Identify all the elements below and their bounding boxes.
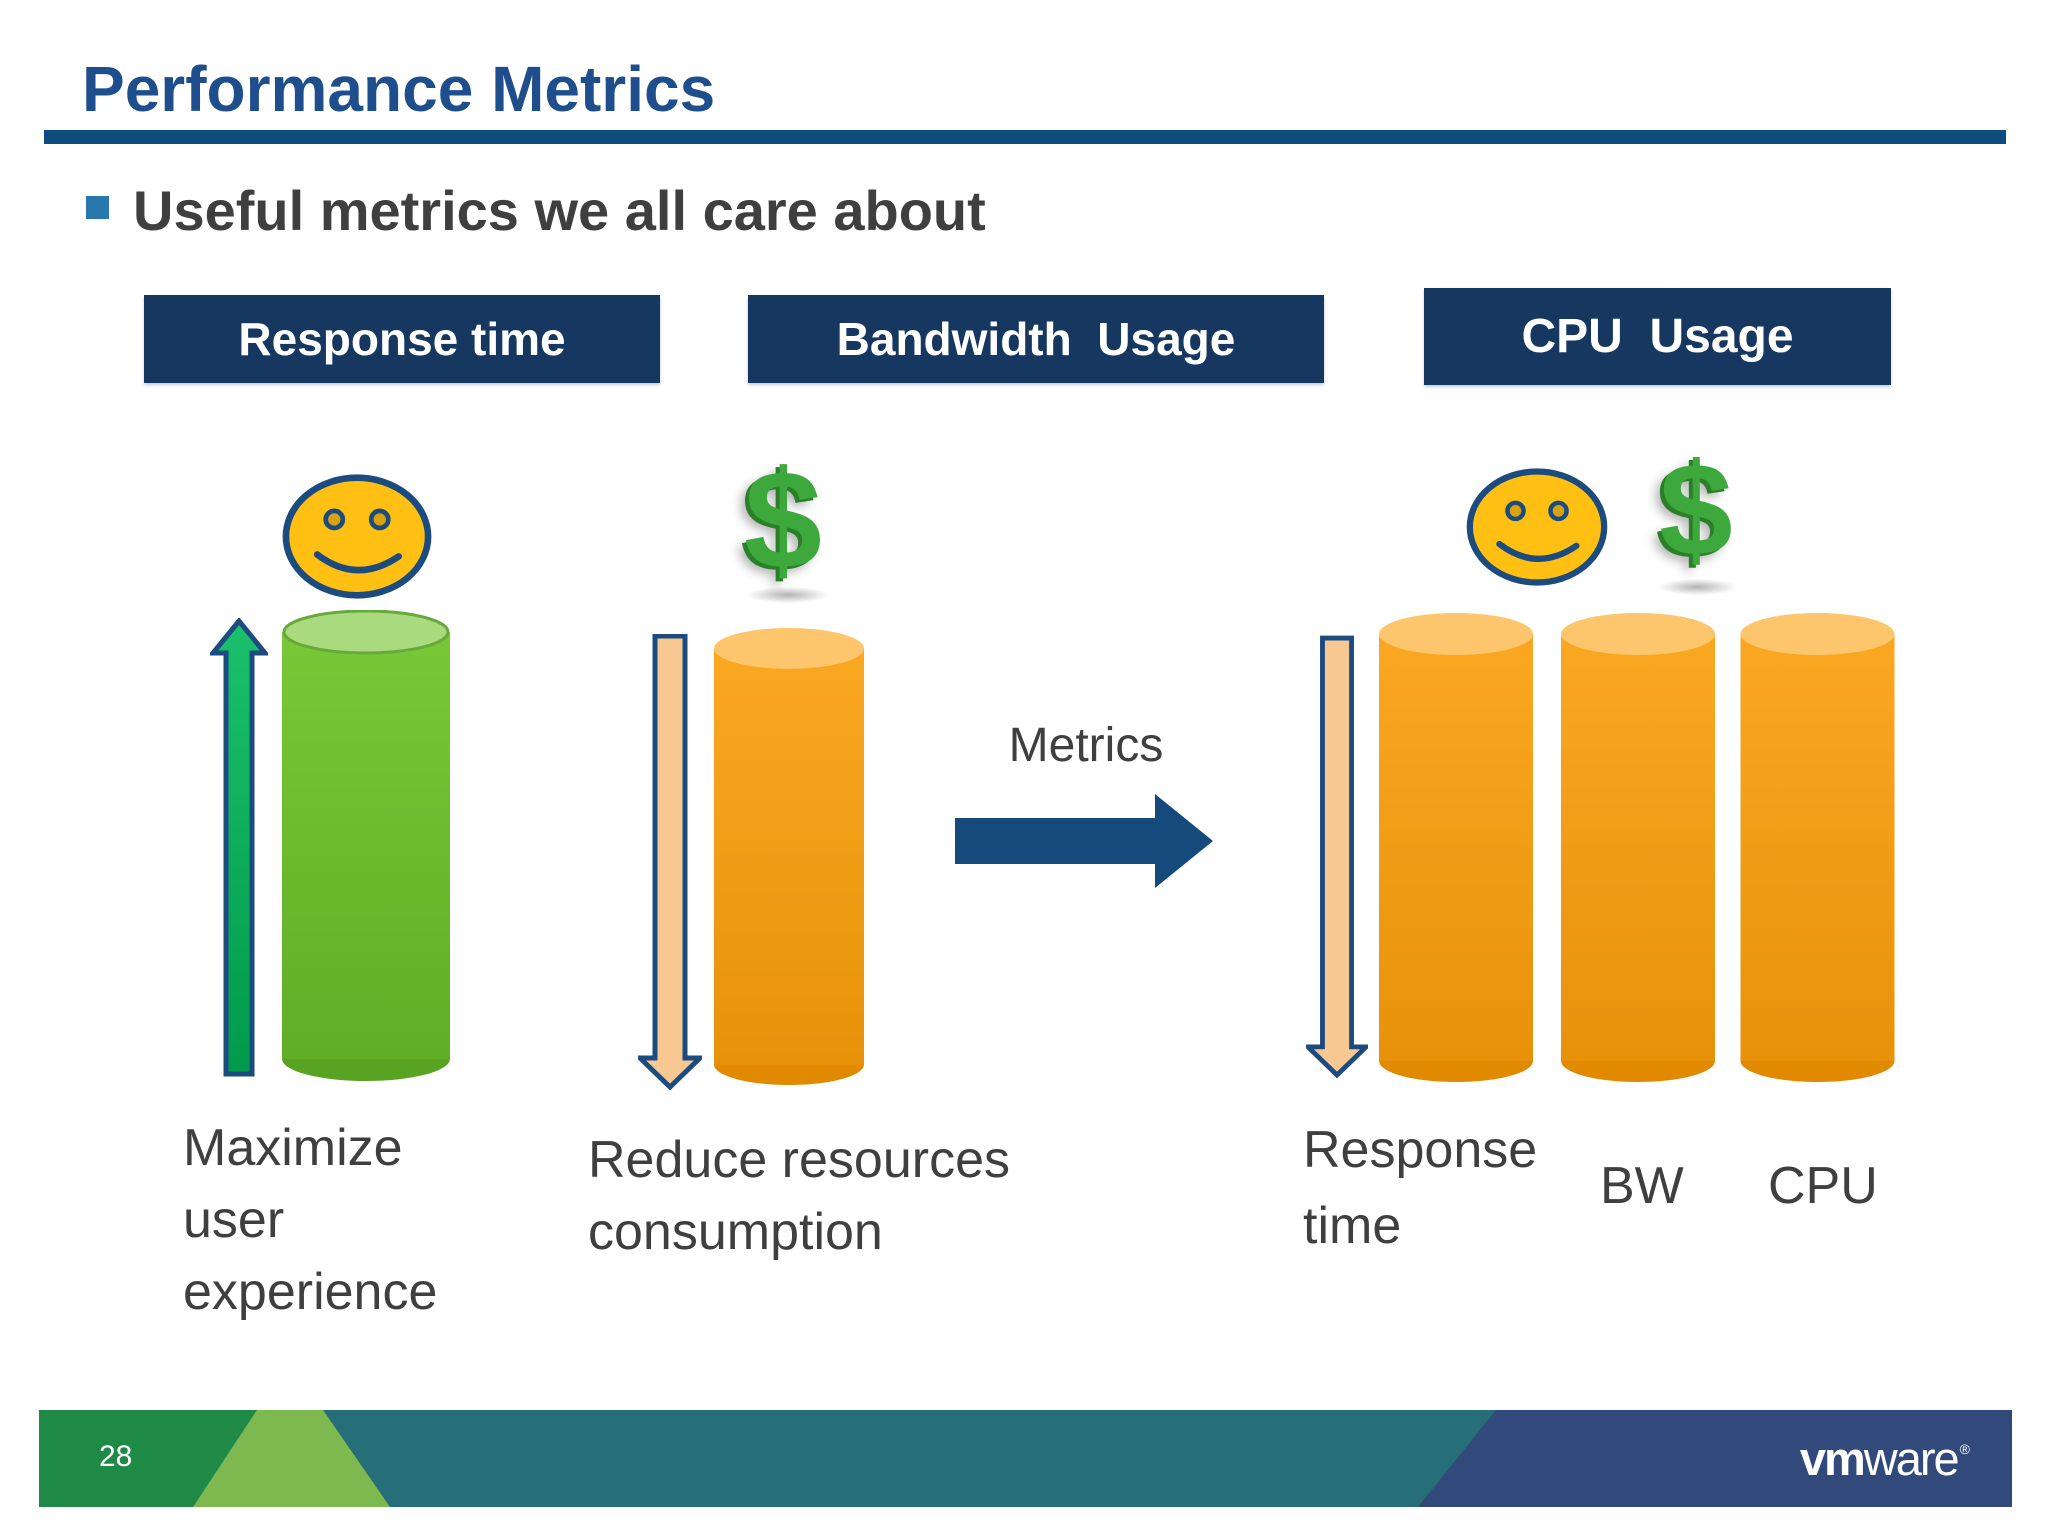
page-title: Performance Metrics <box>82 53 716 125</box>
header-response-time: Response time <box>144 295 660 383</box>
smiley-icon-right <box>1465 467 1609 587</box>
caption-response-time: Response time <box>1303 1121 1538 1255</box>
flow-arrow-icon <box>955 794 1213 888</box>
vmware-logo-ware: ware <box>1863 1432 1960 1485</box>
footer-navy-band <box>1418 1410 2012 1507</box>
orange-cylinder-bandwidth <box>712 628 866 1086</box>
bullet-marker <box>86 196 109 219</box>
orange-cylinder-cpu <box>1740 613 1895 1083</box>
orange-cylinder-bw <box>1561 613 1715 1083</box>
registered-mark: ® <box>1959 1440 1970 1457</box>
caption-bw: BW <box>1600 1157 1684 1215</box>
metrics-label: Metrics <box>1008 719 1164 772</box>
title-rule <box>44 130 2006 144</box>
up-arrow-icon <box>210 618 268 1077</box>
orange-cylinder-response <box>1379 613 1533 1083</box>
caption-cpu: CPU <box>1768 1157 1878 1215</box>
caption-reduce-resources: Reduce resources consumption <box>588 1131 1010 1261</box>
down-arrow-icon-right <box>1306 622 1368 1092</box>
dollar-icon-middle: $ <box>744 441 822 598</box>
header-cpu-usage: CPU Usage <box>1424 288 1891 385</box>
green-cylinder <box>282 610 450 1081</box>
down-arrow-icon-middle <box>638 634 702 1090</box>
vmware-logo-vm: vm <box>1799 1432 1866 1485</box>
dollar-shadow <box>733 584 843 606</box>
dollar-shadow <box>1645 576 1750 598</box>
caption-maximize-user-experience: Maximize user experience <box>183 1119 438 1321</box>
header-bandwidth-usage: Bandwidth Usage <box>748 295 1324 383</box>
dollar-icon-right: $ <box>1659 436 1733 583</box>
page-number: 28 <box>99 1440 133 1473</box>
bullet-text: Useful metrics we all care about <box>133 179 986 242</box>
smiley-icon-left <box>281 473 433 600</box>
